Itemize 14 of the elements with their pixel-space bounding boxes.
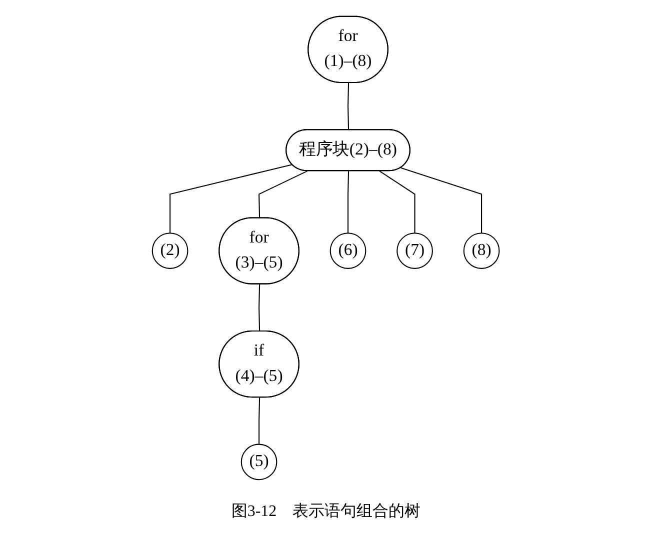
- connector: [258, 284, 260, 332]
- node-circle: (7): [396, 232, 434, 268]
- node-circle: (5): [241, 443, 278, 480]
- node-circle: (6): [330, 232, 366, 268]
- connector: [348, 82, 350, 130]
- node-circle: (2): [152, 232, 188, 268]
- connector: [258, 397, 260, 444]
- node-circle: (8): [464, 232, 500, 268]
- connector: [258, 170, 308, 218]
- connector: [348, 170, 350, 233]
- figure-caption: 图3-12 表示语句组合的树: [231, 502, 421, 522]
- connector: [170, 164, 292, 233]
- connector: [379, 170, 416, 233]
- connector: [400, 166, 482, 233]
